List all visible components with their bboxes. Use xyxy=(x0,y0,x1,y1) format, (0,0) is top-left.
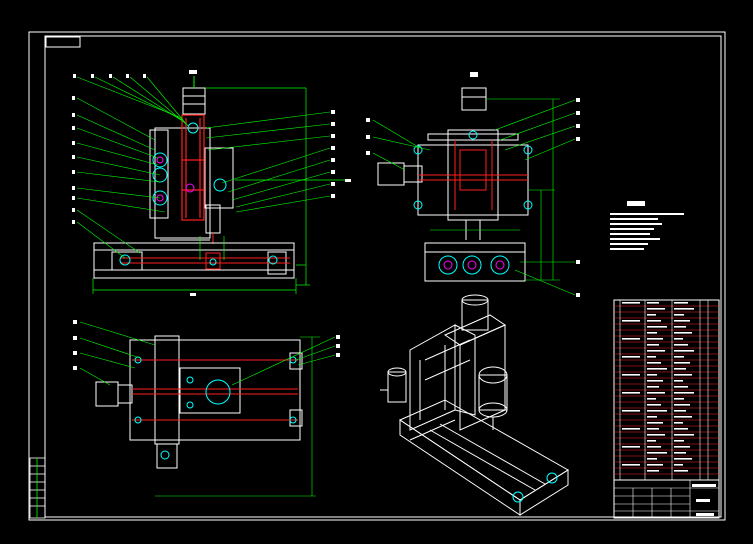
parts-row-text xyxy=(647,326,667,328)
parts-row-text xyxy=(674,392,694,394)
parts-row-text xyxy=(674,368,686,370)
parts-row-text xyxy=(647,338,663,340)
parts-list xyxy=(613,299,720,481)
parts-row-text xyxy=(647,314,656,316)
parts-row-text xyxy=(647,422,663,424)
parts-row-text xyxy=(674,416,692,418)
parts-row-text xyxy=(674,458,692,460)
parts-row-text xyxy=(622,464,640,466)
parts-row-text xyxy=(622,410,640,412)
parts-row-text xyxy=(647,356,656,358)
parts-row-text xyxy=(674,464,683,466)
parts-row-text xyxy=(674,452,686,454)
parts-row-text xyxy=(674,314,684,316)
parts-row-text xyxy=(674,338,683,340)
front-view xyxy=(72,70,351,296)
parts-row-text xyxy=(622,428,640,430)
parts-row-text xyxy=(622,374,640,376)
parts-row-text xyxy=(674,410,686,412)
isometric-view xyxy=(380,294,569,516)
parts-row-text xyxy=(647,404,661,406)
parts-row-text xyxy=(647,434,665,436)
parts-row-text xyxy=(647,470,659,472)
top-view xyxy=(73,320,340,497)
spindle-icon xyxy=(205,204,221,244)
bearing-icon xyxy=(152,122,227,206)
parts-row-text xyxy=(647,416,657,418)
parts-row-text xyxy=(622,338,640,340)
parts-row-text xyxy=(647,440,656,442)
parts-row-text xyxy=(674,398,684,400)
parts-row-text xyxy=(647,386,659,388)
tech-notes xyxy=(610,201,684,250)
parts-row-text xyxy=(647,392,665,394)
parts-row-text xyxy=(674,350,694,352)
motor-icon xyxy=(182,76,206,115)
parts-row-text xyxy=(647,410,667,412)
parts-row-text xyxy=(647,362,661,364)
parts-row-text xyxy=(674,428,688,430)
parts-row-text xyxy=(674,308,694,310)
parts-row-text xyxy=(674,332,692,334)
part-leaders-left xyxy=(76,76,189,259)
parts-row-text xyxy=(674,446,690,448)
parts-row-text xyxy=(674,362,690,364)
parts-row-text xyxy=(674,404,690,406)
parts-row-text xyxy=(622,356,640,358)
parts-row-text xyxy=(647,368,667,370)
parts-row-text xyxy=(647,302,659,304)
parts-row-text xyxy=(647,458,657,460)
parts-row-text xyxy=(674,422,683,424)
part-leaders-right xyxy=(205,111,331,213)
parts-row-text xyxy=(674,374,692,376)
parts-row-text xyxy=(647,308,665,310)
parts-row-text xyxy=(674,440,684,442)
parts-row-text xyxy=(674,386,688,388)
parts-row-text xyxy=(647,398,656,400)
parts-row-text xyxy=(647,464,663,466)
parts-row-text xyxy=(647,428,659,430)
parts-row-text xyxy=(622,446,640,448)
parts-row-text xyxy=(674,302,688,304)
parts-row-text xyxy=(647,374,657,376)
side-view xyxy=(366,72,580,297)
parts-row-text xyxy=(674,380,683,382)
parts-row-text xyxy=(647,350,665,352)
parts-row-text xyxy=(647,320,661,322)
parts-row-text xyxy=(674,326,686,328)
parts-row-text xyxy=(647,380,663,382)
parts-row-text xyxy=(622,392,640,394)
parts-row-text xyxy=(674,356,684,358)
parts-row-text xyxy=(647,446,661,448)
parts-row-text xyxy=(674,320,690,322)
parts-row-text xyxy=(647,452,667,454)
title-block xyxy=(613,479,720,519)
parts-row-text xyxy=(674,434,694,436)
parts-row-text xyxy=(622,302,640,304)
sheet-border xyxy=(28,31,726,521)
parts-row-text xyxy=(647,344,659,346)
parts-row-text xyxy=(622,320,640,322)
parts-row-text xyxy=(674,344,688,346)
parts-row-text xyxy=(647,332,657,334)
parts-row-text xyxy=(674,470,688,472)
revision-column xyxy=(29,457,46,519)
